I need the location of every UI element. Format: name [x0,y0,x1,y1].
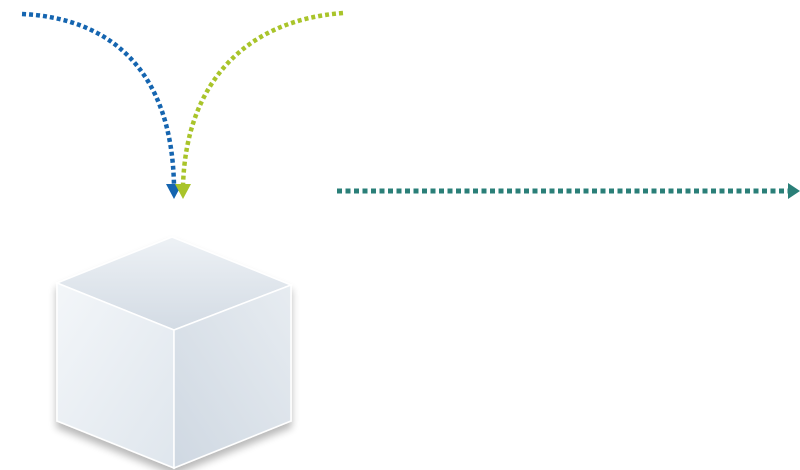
arrow-green-in [175,13,343,199]
arrow-blue-in [22,14,182,199]
cube-icon [57,237,291,468]
arrowhead-teal [788,183,800,199]
arrow-teal-out [337,183,800,199]
